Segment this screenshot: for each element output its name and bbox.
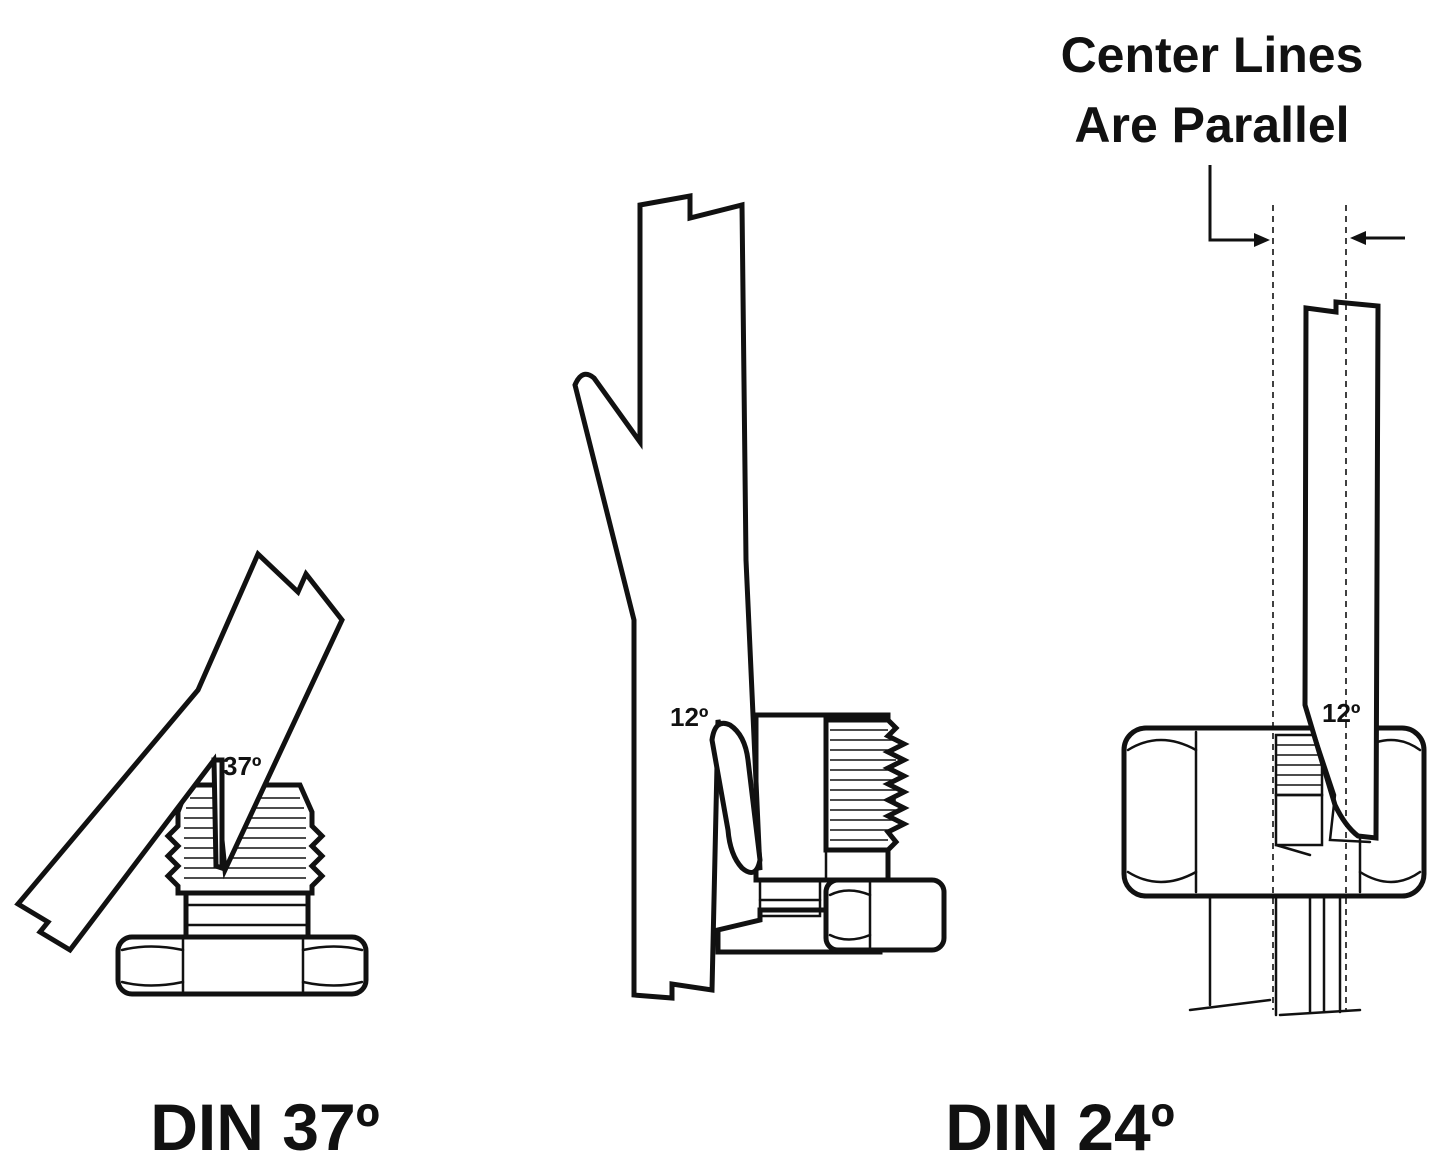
angle-label-24-side: 12º: [670, 702, 709, 732]
din-24-fitting-side: 12º: [572, 193, 947, 1001]
din-24-fitting-section: 12º Center Lines Are Parallel: [1061, 27, 1427, 1017]
threaded-body-37: [164, 782, 326, 896]
center-lines-note-line1: Center Lines: [1061, 27, 1364, 83]
hex-nut-37: [115, 934, 369, 997]
din-37-fitting: 37º: [14, 549, 369, 997]
thread-lines-24-side: [830, 729, 896, 841]
wrench-jaw-24-side: [709, 720, 763, 875]
wrench-24-side: [572, 193, 763, 1001]
center-lines-note-line2: Are Parallel: [1074, 97, 1349, 153]
wrench-37: [14, 549, 345, 954]
hex-nut-24-section: [1121, 725, 1427, 899]
angle-label-37: 37º: [223, 751, 262, 781]
thread-lines-24-section: [1274, 733, 1324, 857]
caption-din-24: DIN 24º: [945, 1090, 1175, 1164]
wrench-jaw-37: [211, 757, 225, 872]
hex-nut-24-side: [823, 877, 947, 953]
threaded-end-24-side: [823, 717, 910, 853]
caption-din-37: DIN 37º: [150, 1090, 380, 1164]
angle-label-24-section: 12º: [1322, 698, 1361, 728]
